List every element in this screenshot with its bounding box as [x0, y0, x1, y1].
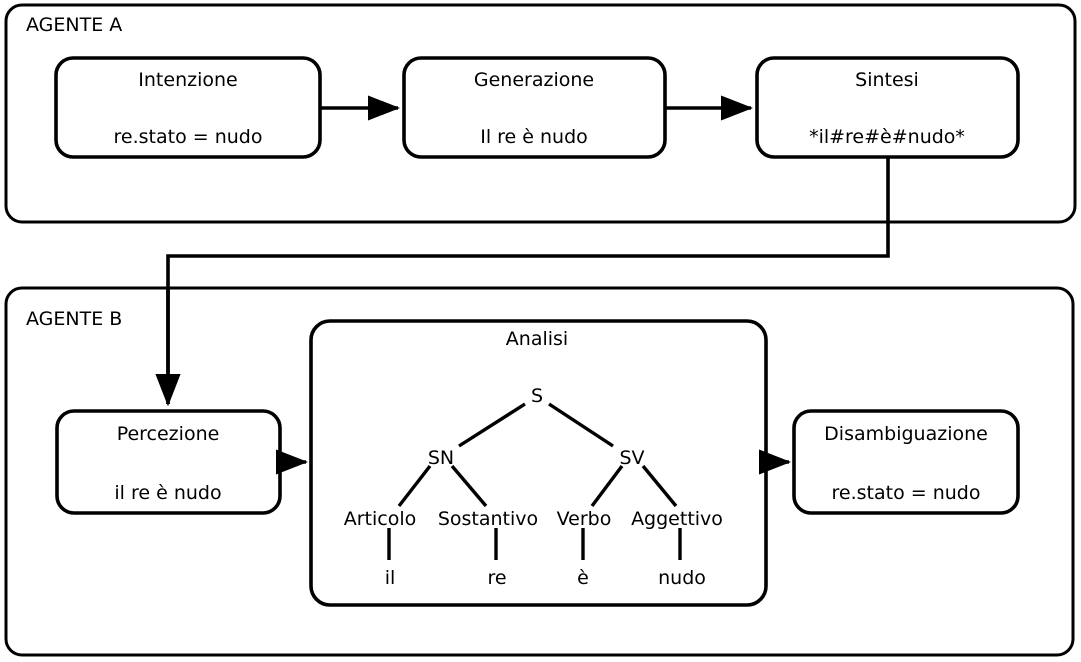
box-generazione-title: Generazione	[474, 69, 594, 91]
tree-edge-sv-verbo	[590, 464, 624, 508]
tree-leaf-re: re	[487, 567, 506, 589]
box-generazione-border[interactable]	[402, 56, 667, 159]
tree-pos-articolo: Articolo	[344, 508, 417, 530]
tree-edge-s-sn	[458, 402, 526, 448]
panel-analisi[interactable]: Analisi S SN SV Articolo Sostantivo Ver	[309, 319, 768, 607]
tree-leaf-nudo: nudo	[658, 567, 706, 589]
tree-edge-s-sv	[548, 402, 614, 448]
parse-tree: S SN SV Articolo Sostantivo Verbo Aggett…	[344, 385, 723, 589]
box-sintesi-border[interactable]	[755, 56, 1020, 159]
tree-pos-aggettivo: Aggettivo	[631, 508, 723, 530]
agent-a-label: AGENTE A	[26, 14, 122, 36]
box-intenzione[interactable]: Intenzione re.stato = nudo	[54, 56, 322, 159]
box-sintesi[interactable]: Sintesi *il#re#è#nudo*	[755, 56, 1020, 159]
agent-b-border	[4, 286, 1075, 657]
tree-edge-sv-aggettivo	[641, 464, 678, 508]
agent-a-border	[4, 3, 1077, 224]
tree-pos-sostantivo: Sostantivo	[438, 508, 538, 530]
tree-edge-sn-sostantivo	[450, 464, 488, 508]
box-sintesi-sub: *il#re#è#nudo*	[809, 126, 965, 148]
box-percezione-sub: il re è nudo	[114, 482, 221, 504]
panel-analisi-title: Analisi	[506, 328, 568, 350]
tree-edge-sn-articolo	[397, 464, 432, 508]
box-disambiguazione-title: Disambiguazione	[824, 423, 988, 445]
box-generazione-sub: Il re è nudo	[480, 126, 588, 148]
agent-b-container: AGENTE B	[4, 286, 1075, 657]
box-sintesi-title: Sintesi	[855, 69, 919, 91]
box-disambiguazione[interactable]: Disambiguazione re.stato = nudo	[792, 409, 1020, 515]
box-generazione[interactable]: Generazione Il re è nudo	[402, 56, 667, 159]
panel-analisi-border[interactable]	[309, 319, 768, 607]
tree-pos-verbo: Verbo	[557, 508, 612, 530]
tree-leaf-il: il	[385, 567, 396, 589]
box-disambiguazione-sub: re.stato = nudo	[832, 482, 981, 504]
box-intenzione-title: Intenzione	[138, 69, 237, 91]
box-disambiguazione-border[interactable]	[792, 409, 1020, 515]
box-intenzione-sub: re.stato = nudo	[114, 126, 263, 148]
tree-node-sn: SN	[428, 447, 454, 469]
box-percezione-title: Percezione	[117, 423, 220, 445]
agent-b-label: AGENTE B	[26, 308, 122, 330]
box-intenzione-border[interactable]	[54, 56, 322, 159]
box-percezione[interactable]: Percezione il re è nudo	[55, 409, 282, 515]
tree-node-sv: SV	[619, 447, 644, 469]
tree-leaf-e: è	[577, 567, 589, 589]
tree-node-s: S	[531, 385, 543, 407]
agent-a-container: AGENTE A	[4, 3, 1077, 224]
